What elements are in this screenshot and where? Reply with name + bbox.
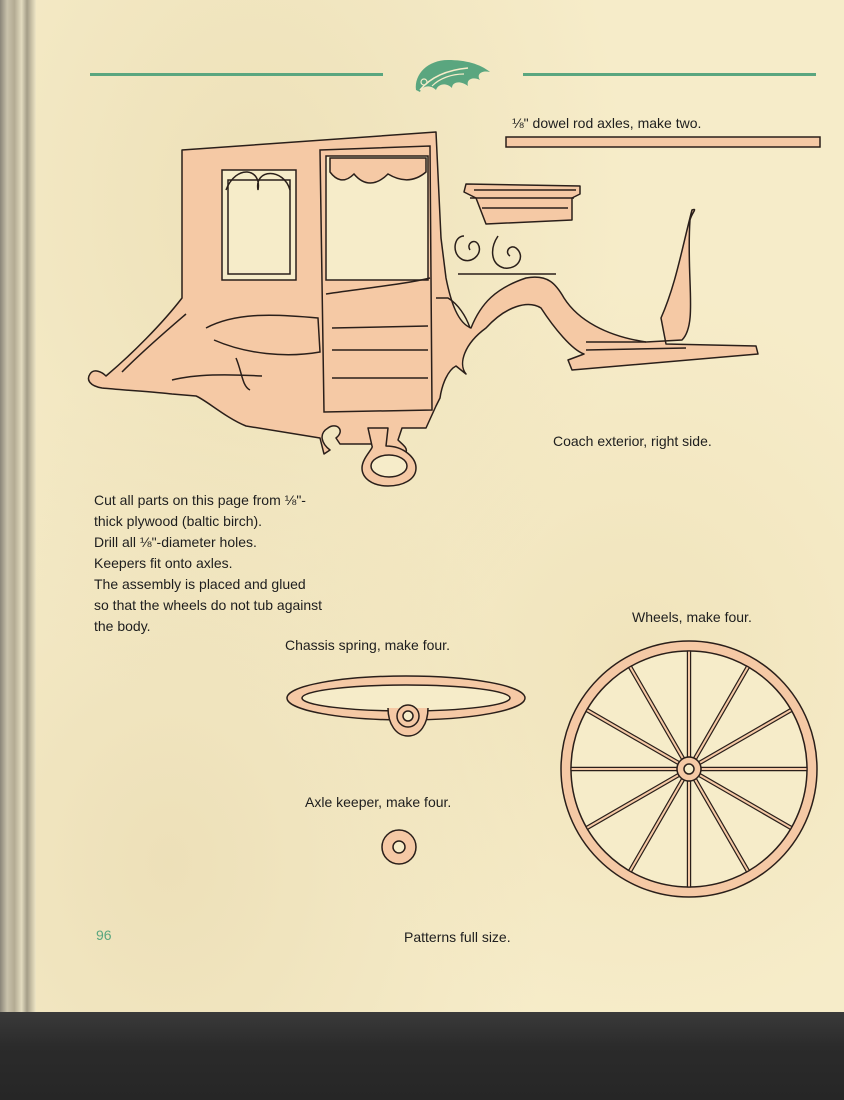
wheel-spoke <box>570 766 678 772</box>
acanthus-leaf-ornament-icon <box>415 60 490 92</box>
instruction-line: Keepers fit onto axles. <box>94 555 233 571</box>
book-page: ⅛" dowel rod axles, make two. <box>0 0 844 1015</box>
axle-keeper-pattern <box>381 829 417 865</box>
wheel-pattern <box>560 640 818 898</box>
axles-label: ⅛" dowel rod axles, make two. <box>512 115 702 131</box>
instruction-line: Cut all parts on this page from ⅛"- <box>94 492 306 508</box>
scan-bottom-shadow <box>0 1012 844 1100</box>
header-rule-left <box>90 73 383 76</box>
dowel-rod-axle <box>505 136 821 148</box>
wheel-spoke <box>700 766 808 772</box>
instruction-line: The assembly is placed and glued <box>94 576 306 592</box>
wheels-label: Wheels, make four. <box>632 609 752 625</box>
instruction-line: the body. <box>94 618 151 634</box>
chassis-spring-label: Chassis spring, make four. <box>285 637 450 653</box>
book-binding <box>0 0 36 1015</box>
cutting-instructions: Cut all parts on this page from ⅛"- thic… <box>94 490 344 637</box>
instruction-line: thick plywood (baltic birch). <box>94 513 263 529</box>
coach-label: Coach exterior, right side. <box>553 433 712 449</box>
coach-exterior-pattern <box>87 131 759 487</box>
instruction-line: Drill all ⅛"-diameter holes. <box>94 534 257 550</box>
chassis-spring-pattern <box>286 675 526 737</box>
instruction-line: so that the wheels do not tub against <box>94 597 323 613</box>
header-rule-right <box>523 73 816 76</box>
axle-keeper-label: Axle keeper, make four. <box>305 794 452 810</box>
page-number: 96 <box>96 927 112 943</box>
wheel-spoke <box>686 650 692 758</box>
patterns-full-size-note: Patterns full size. <box>404 929 511 945</box>
wheel-spoke <box>686 780 692 888</box>
